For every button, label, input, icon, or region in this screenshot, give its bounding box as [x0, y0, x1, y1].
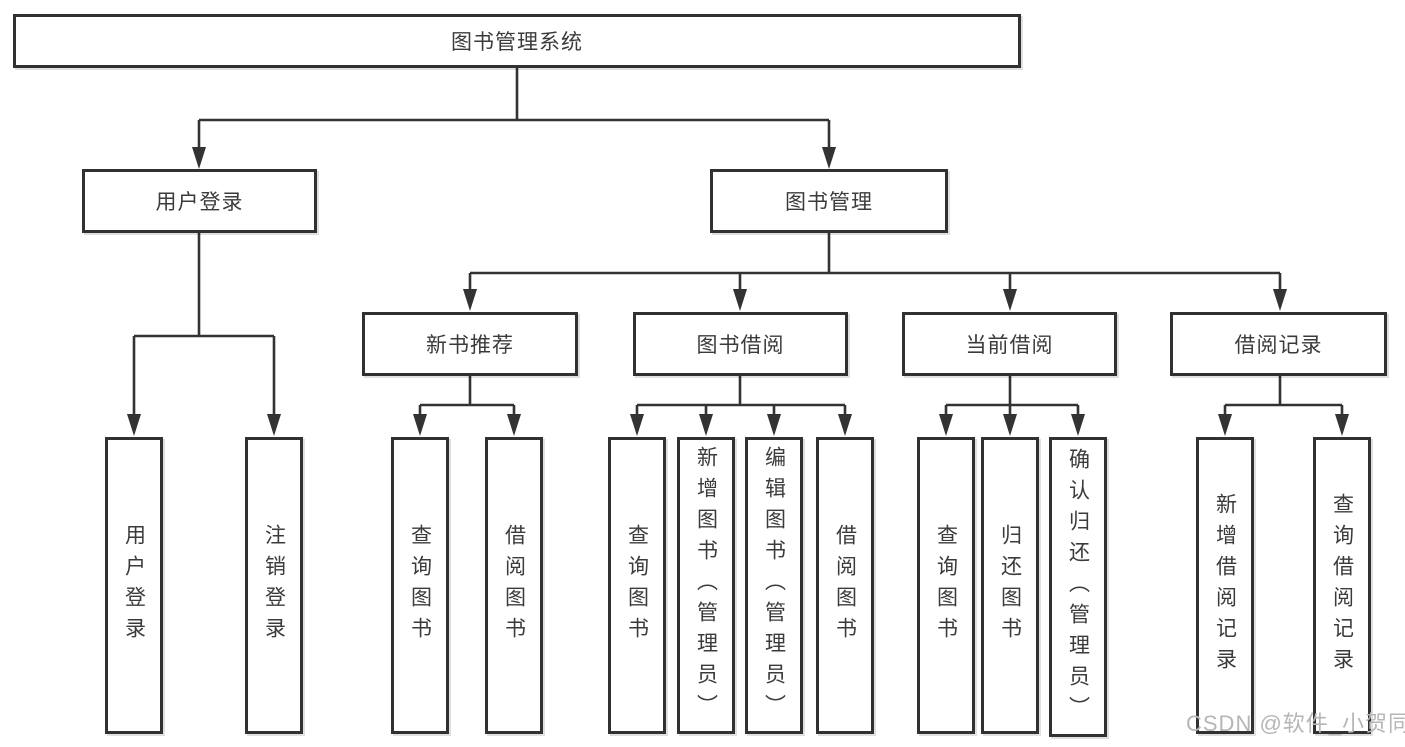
- leaf-query-borrow-record: 查询借阅记录: [1313, 437, 1371, 734]
- leaf-add-borrow-record: 新增借阅记录: [1196, 437, 1254, 734]
- node-book-management: 图书管理: [710, 169, 948, 233]
- node-book-borrowing: 图书借阅: [633, 312, 848, 376]
- connector-new-book-group: [413, 376, 521, 436]
- leaf-add-book-admin: 新增图书（管理员）: [677, 437, 735, 734]
- node-user-login: 用户登录: [82, 169, 317, 233]
- node-new-book-recommendation: 新书推荐: [362, 312, 578, 376]
- connector-borrow-records-group: [1218, 376, 1349, 436]
- leaf-query-books-borrow: 查询图书: [608, 437, 666, 734]
- leaf-return-book: 归还图书: [981, 437, 1039, 734]
- connector-user-login-to-leaves: [127, 233, 281, 436]
- leaf-user-login: 用户登录: [105, 437, 163, 734]
- leaf-borrow-books-recommend: 借阅图书: [485, 437, 543, 734]
- leaf-confirm-return-admin: 确认归还（管理员）: [1049, 437, 1107, 737]
- leaf-query-books-current: 查询图书: [917, 437, 975, 734]
- node-borrowing-records: 借阅记录: [1170, 312, 1387, 376]
- leaf-query-books-recommend: 查询图书: [391, 437, 449, 734]
- leaf-logout: 注销登录: [245, 437, 303, 734]
- node-current-borrowing: 当前借阅: [902, 312, 1117, 376]
- csdn-watermark: CSDN @软件_小贺同学: [1186, 711, 1405, 736]
- connector-root-to-level2: [192, 68, 836, 169]
- connector-book-borrow-group: [630, 376, 852, 436]
- connector-book-management-to-level3: [463, 233, 1287, 311]
- connector-current-borrow-group: [939, 376, 1085, 436]
- leaf-edit-book-admin: 编辑图书（管理员）: [745, 437, 803, 734]
- leaf-borrow-books: 借阅图书: [816, 437, 874, 734]
- node-root: 图书管理系统: [13, 14, 1021, 68]
